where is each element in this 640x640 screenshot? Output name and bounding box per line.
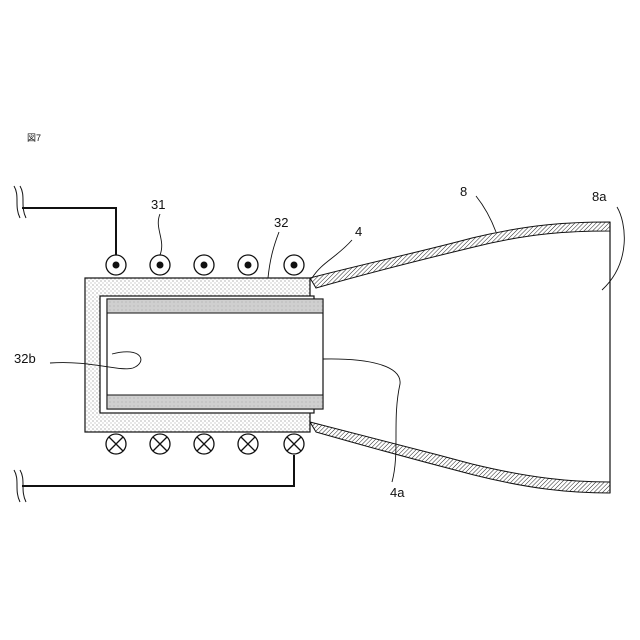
coil-cross-icon: [194, 434, 214, 454]
figure-title: 図7: [27, 133, 41, 143]
leader-4a: [323, 359, 400, 482]
lead-wire-top: [22, 208, 116, 256]
label-8: 8: [460, 184, 467, 199]
label-31: 31: [151, 197, 165, 212]
coil-dot-icon: [106, 255, 126, 275]
crucible-body: [107, 299, 323, 409]
coil-top-row: [106, 255, 304, 275]
coil-cross-icon: [238, 434, 258, 454]
label-32b: 32b: [14, 351, 36, 366]
leader-31: [158, 214, 161, 255]
coil-dot-icon: [284, 255, 304, 275]
nozzle-lower-wall: [310, 422, 610, 493]
label-4a: 4a: [390, 485, 405, 500]
wire-break-top-icon: [14, 186, 26, 218]
lead-wire-bottom: [22, 455, 294, 486]
crucible-lower-band: [107, 395, 323, 409]
crucible-upper-band: [107, 299, 323, 313]
label-32: 32: [274, 215, 288, 230]
coil-dot-icon: [150, 255, 170, 275]
coil-cross-icon: [106, 434, 126, 454]
leader-32: [268, 232, 279, 278]
coil-dot-icon: [194, 255, 214, 275]
leader-8: [476, 196, 496, 232]
label-4: 4: [355, 224, 362, 239]
coil-dot-icon: [238, 255, 258, 275]
label-8a: 8a: [592, 189, 607, 204]
coil-cross-icon: [150, 434, 170, 454]
coil-cross-icon: [284, 434, 304, 454]
leader-8a: [602, 207, 624, 290]
coil-bottom-row: [106, 434, 304, 454]
